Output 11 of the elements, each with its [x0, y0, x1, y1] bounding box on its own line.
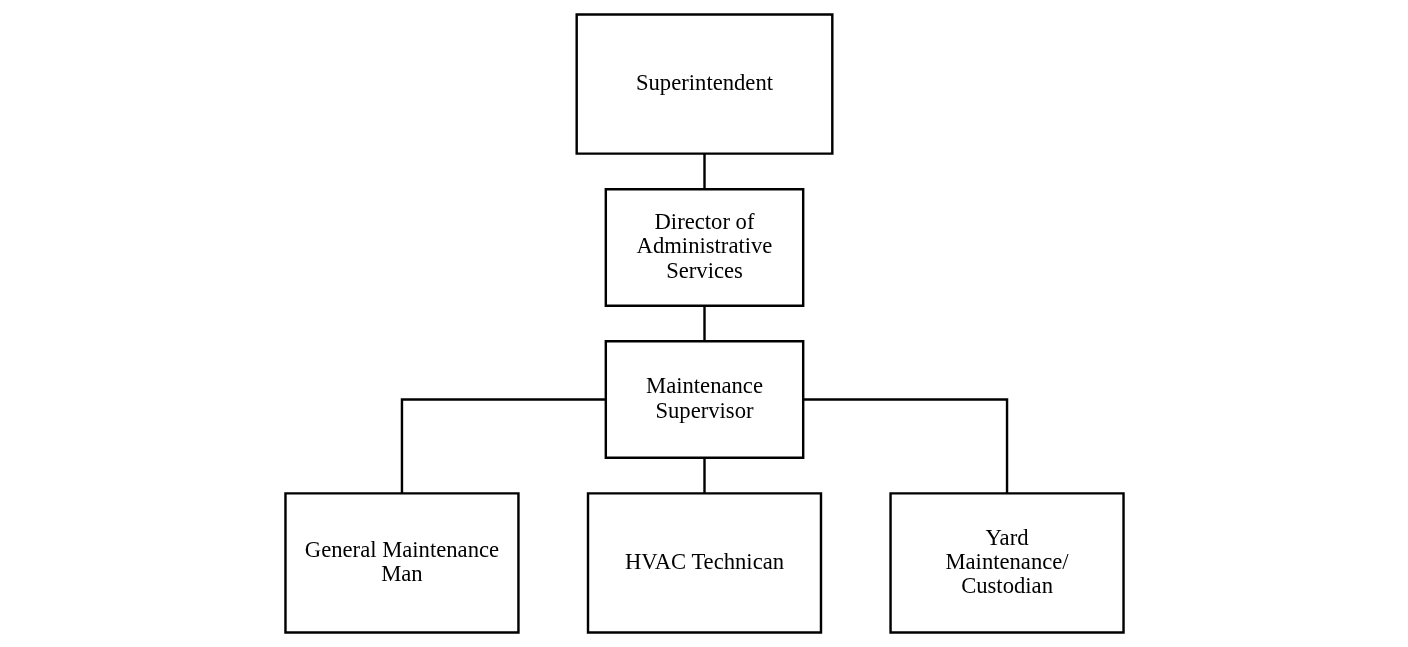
node-box: Yard Maintenance/ Custodian — [888, 492, 1125, 634]
connector — [702, 305, 706, 342]
node-box: HVAC Technican — [586, 492, 822, 634]
connector — [400, 398, 605, 494]
node-box: Superintendent — [574, 13, 834, 155]
node-box: Maintenance Supervisor — [604, 340, 804, 459]
connector — [803, 398, 1008, 494]
connector — [702, 153, 706, 189]
node-box: General Maintenance Man — [283, 492, 520, 634]
node-box: Director of Administrative Services — [604, 188, 804, 307]
connector — [702, 458, 706, 494]
